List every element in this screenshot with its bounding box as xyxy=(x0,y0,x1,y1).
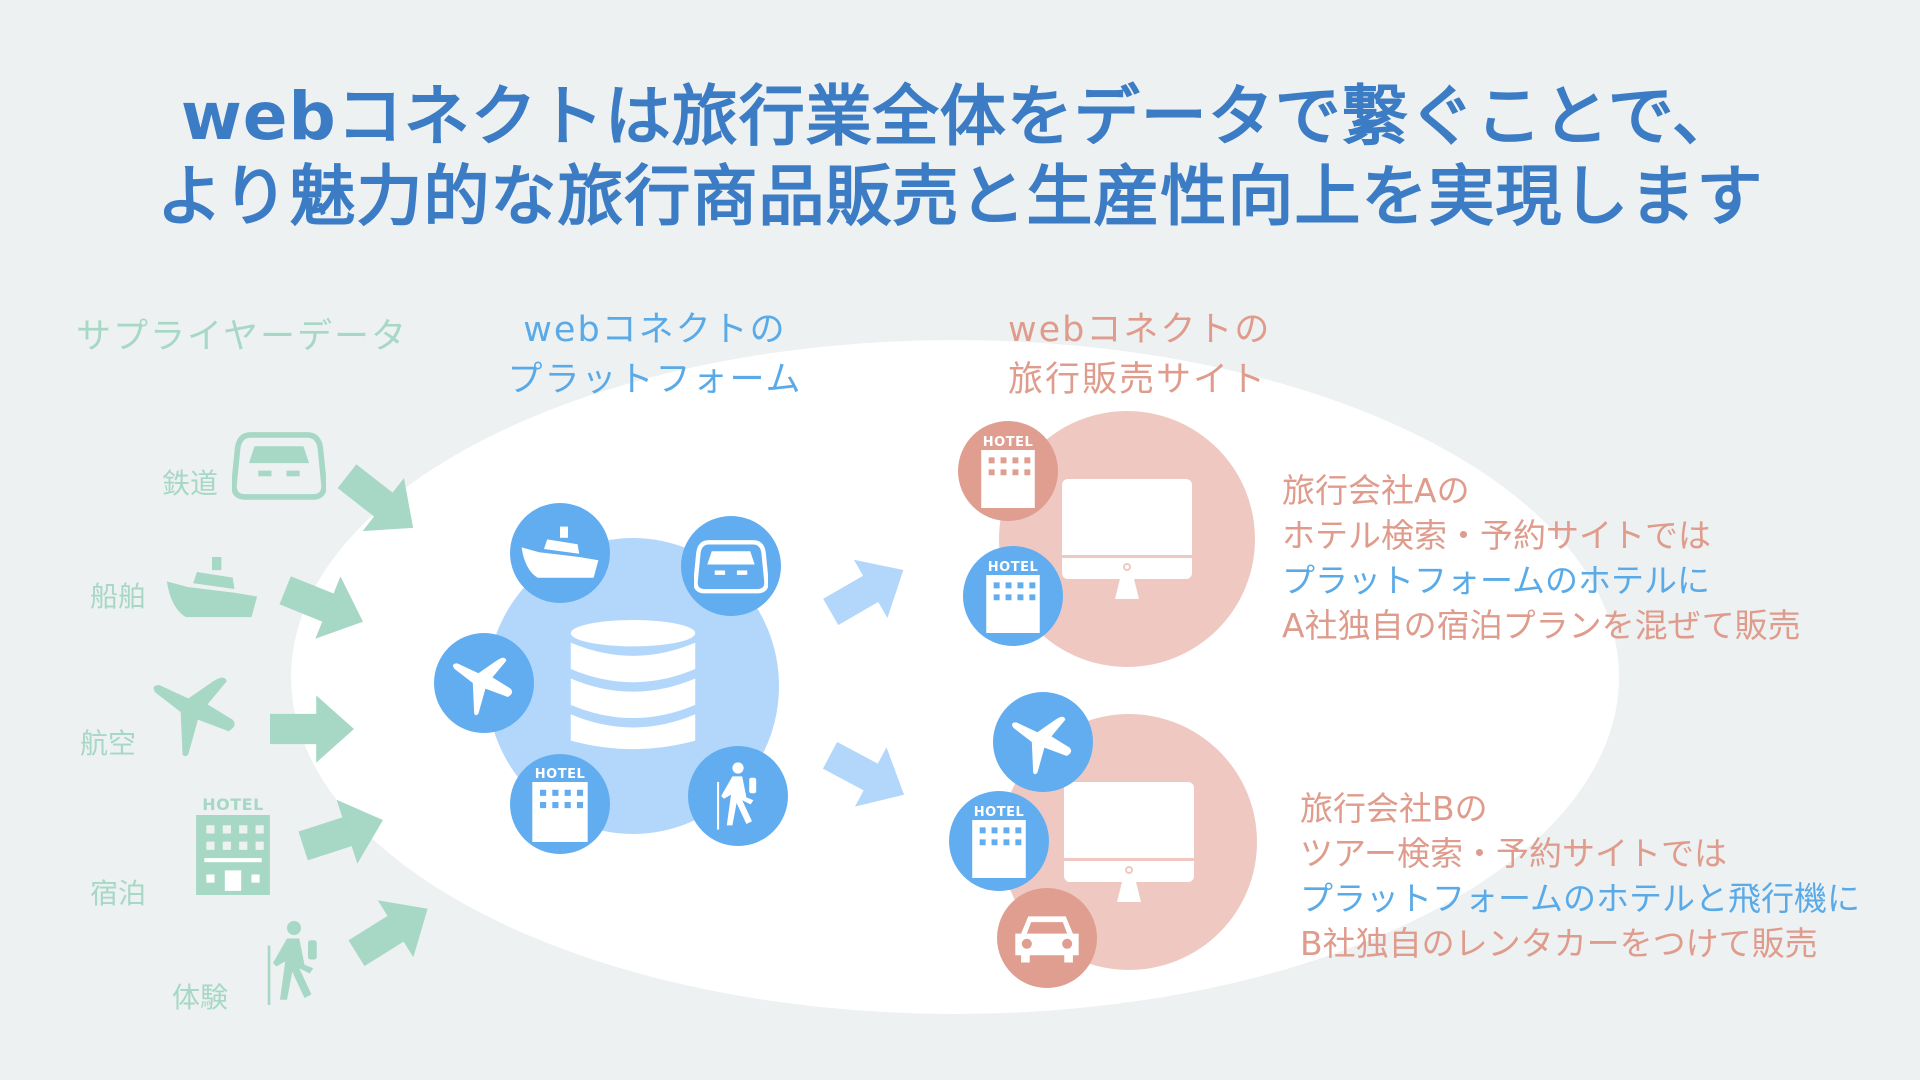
hotel-icon xyxy=(192,815,274,895)
car-icon xyxy=(1011,909,1083,967)
airplane-badge xyxy=(434,633,534,733)
supplier-label-hotel: 宿泊 xyxy=(90,877,147,910)
company-a-line-3: プラットフォームのホテルに xyxy=(1282,561,1711,600)
platform-heading-line-1: webコネクトの xyxy=(523,310,787,350)
supplier-label-experience: 体験 xyxy=(172,981,229,1014)
airplane-badge-platform xyxy=(993,692,1093,792)
company-b-line-4: B社独自のレンタカーをつけて販売 xyxy=(1300,924,1818,963)
train-icon xyxy=(232,426,326,504)
arrow-icon xyxy=(270,695,354,763)
supplier-heading: サプライヤーデータ xyxy=(76,317,408,357)
site-heading-line-2: 旅行販売サイト xyxy=(1008,360,1268,400)
platform-heading-line-2: プラットフォーム xyxy=(507,360,803,400)
platform-heading: webコネクトのプラットフォーム xyxy=(500,305,810,405)
ship-icon xyxy=(520,525,600,581)
headline-line-1: webコネクトは旅行業全体をデータで繋ぐことで、 xyxy=(180,78,1740,155)
train-badge xyxy=(681,516,781,616)
hotel-sign-text: HOTEL xyxy=(202,795,264,814)
headline-line-2: より魅力的な旅行商品販売と生産性向上を実現します xyxy=(156,158,1764,235)
arrow-icon xyxy=(338,880,445,982)
database-icon xyxy=(567,618,699,754)
monitor-icon xyxy=(1064,782,1194,902)
company-a-line-2: ホテル検索・予約サイトでは xyxy=(1282,516,1711,555)
hiker-icon xyxy=(710,759,766,833)
site-heading: webコネクトの旅行販売サイト xyxy=(1008,305,1271,405)
hotel-icon xyxy=(983,575,1043,633)
hotel-badge-platform: HOTEL xyxy=(963,546,1063,646)
airplane-icon xyxy=(449,648,519,718)
company-a-line-4: A社独自の宿泊プランを混ぜて販売 xyxy=(1282,606,1801,645)
hotel-badge: HOTEL xyxy=(510,754,610,854)
supplier-label-air: 航空 xyxy=(80,727,137,760)
monitor-icon xyxy=(1062,479,1192,599)
company-b-line-2: ツアー検索・予約サイトでは xyxy=(1300,834,1728,873)
hotel-badge-own: HOTEL xyxy=(958,421,1058,521)
supplier-label-ship: 船舶 xyxy=(90,580,147,613)
hotel-icon xyxy=(529,782,591,842)
company-b-line-1: 旅行会社Bの xyxy=(1300,789,1488,828)
hotel-sign-text: HOTEL xyxy=(973,804,1025,820)
site-heading-line-1: webコネクトの xyxy=(1008,310,1272,350)
hotel-icon-group: HOTEL xyxy=(192,795,274,895)
hotel-sign-text: HOTEL xyxy=(534,766,586,782)
airplane-icon xyxy=(1008,707,1078,777)
hotel-sign-text: HOTEL xyxy=(982,434,1034,450)
ship-icon xyxy=(165,555,259,621)
company-b-description: 旅行会社Bの ツアー検索・予約サイトでは プラットフォームのホテルと飛行機に B… xyxy=(1300,786,1860,966)
hiker-badge xyxy=(688,746,788,846)
train-icon xyxy=(694,536,768,596)
car-badge-own xyxy=(997,888,1097,988)
company-b-line-3: プラットフォームのホテルと飛行機に xyxy=(1300,879,1861,918)
hotel-icon xyxy=(978,450,1038,508)
airplane-icon xyxy=(148,664,244,760)
hiker-icon xyxy=(259,917,329,1009)
company-a-line-1: 旅行会社Aの xyxy=(1282,471,1470,510)
hotel-badge-platform: HOTEL xyxy=(949,791,1049,891)
hotel-sign-text: HOTEL xyxy=(987,559,1039,575)
ship-badge xyxy=(510,503,610,603)
hotel-icon xyxy=(969,820,1029,878)
supplier-label-rail: 鉄道 xyxy=(162,467,219,500)
company-a-description: 旅行会社Aの ホテル検索・予約サイトでは プラットフォームのホテルに A社独自の… xyxy=(1282,468,1801,648)
